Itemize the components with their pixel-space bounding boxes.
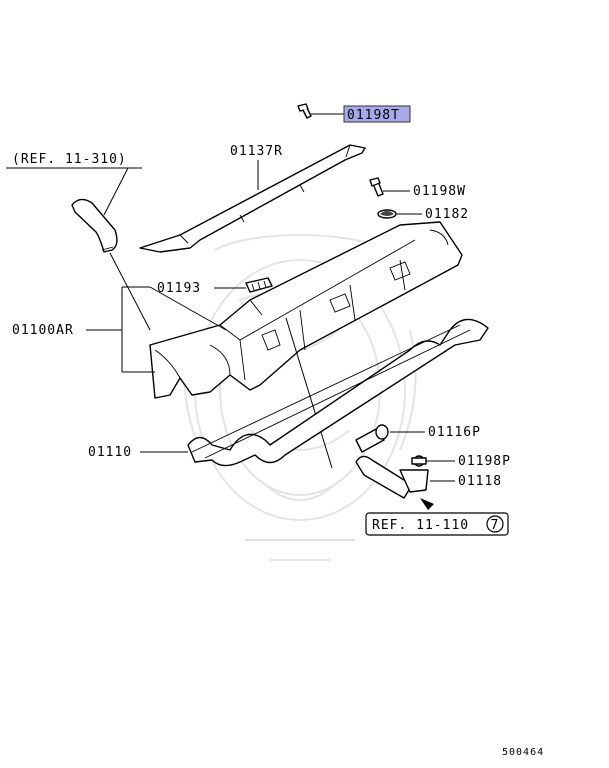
washer-01182-icon[interactable] [377, 209, 397, 219]
label-01198T[interactable]: 01198T [347, 108, 400, 123]
fitting-01116P-icon[interactable] [355, 424, 389, 453]
ref-11-110-box[interactable]: REF. 11-110 7 [365, 512, 509, 536]
diagram-number: 500464 [502, 747, 544, 758]
ref-11-110-circle-number: 7 [491, 518, 500, 533]
bolt-01198T-icon[interactable] [297, 103, 312, 119]
cover-plate-01137R[interactable] [139, 144, 366, 253]
label-01198W[interactable]: 01198W [413, 184, 466, 199]
label-01110[interactable]: 01110 [88, 445, 132, 460]
label-01137R[interactable]: 01137R [230, 144, 283, 159]
hose-01118-icon[interactable] [355, 455, 434, 510]
bolt-01198P-icon[interactable] [411, 455, 427, 467]
label-01116P[interactable]: 01116P [428, 425, 481, 440]
label-01118[interactable]: 01118 [458, 474, 502, 489]
breather-hose-icon [71, 198, 118, 253]
label-01182[interactable]: 01182 [425, 207, 469, 222]
ref-11-310-label[interactable]: (REF. 11-310) [12, 152, 127, 167]
label-01198P[interactable]: 01198P [458, 454, 511, 469]
rocker-cover-01100AR[interactable] [149, 221, 463, 399]
part-01198T-highlight[interactable] [343, 105, 411, 123]
ref-11-110-label[interactable]: REF. 11-110 [372, 518, 469, 533]
label-01100AR[interactable]: 01100AR [12, 323, 74, 338]
label-01193[interactable]: 01193 [157, 281, 201, 296]
gasket-01110[interactable] [187, 318, 489, 467]
clip-01193-icon[interactable] [245, 277, 273, 293]
bolt-01198W-icon[interactable] [369, 177, 384, 197]
